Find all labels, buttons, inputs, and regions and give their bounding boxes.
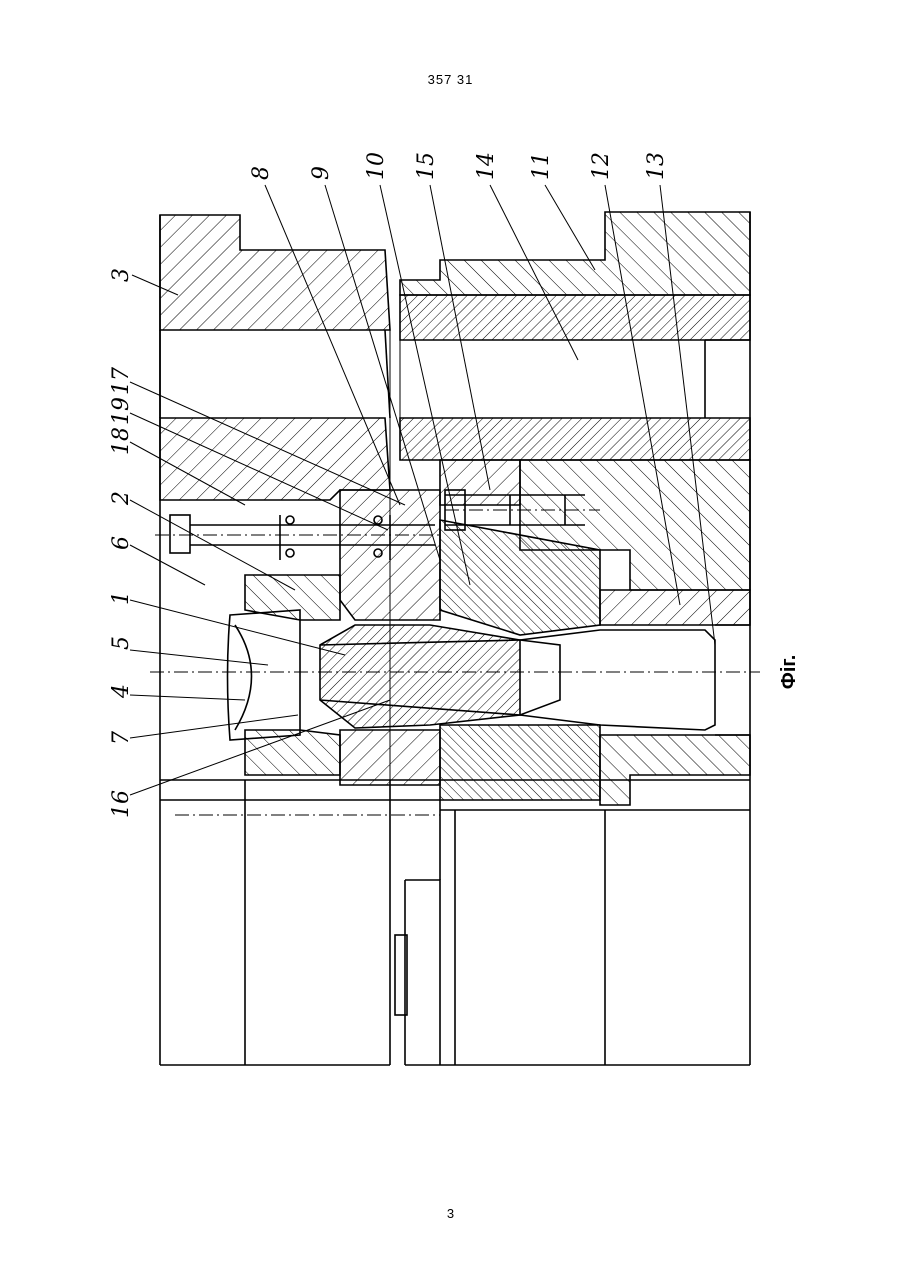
callout-6: 6 (109, 536, 134, 550)
callout-11: 11 (529, 152, 554, 180)
callout-9: 9 (309, 166, 334, 180)
callout-12: 12 (589, 152, 614, 180)
callout-3: 3 (109, 268, 134, 282)
callout-10: 10 (364, 152, 389, 180)
callout-4: 4 (109, 684, 134, 699)
callout-1: 1 (109, 591, 134, 605)
figure-caption: Фіг. (778, 655, 800, 690)
callout-17: 17 (109, 367, 134, 395)
callout-2: 2 (109, 491, 134, 506)
callout-5: 5 (109, 636, 134, 650)
callout-14: 14 (474, 152, 499, 180)
callout-7: 7 (109, 731, 134, 745)
callout-8: 8 (249, 166, 274, 180)
callout-19: 19 (109, 397, 134, 425)
callout-18: 18 (109, 427, 134, 455)
callout-15: 15 (414, 152, 439, 180)
callout-13: 13 (644, 152, 669, 180)
callout-16: 16 (109, 790, 134, 818)
page-number: 3 (0, 1206, 901, 1221)
